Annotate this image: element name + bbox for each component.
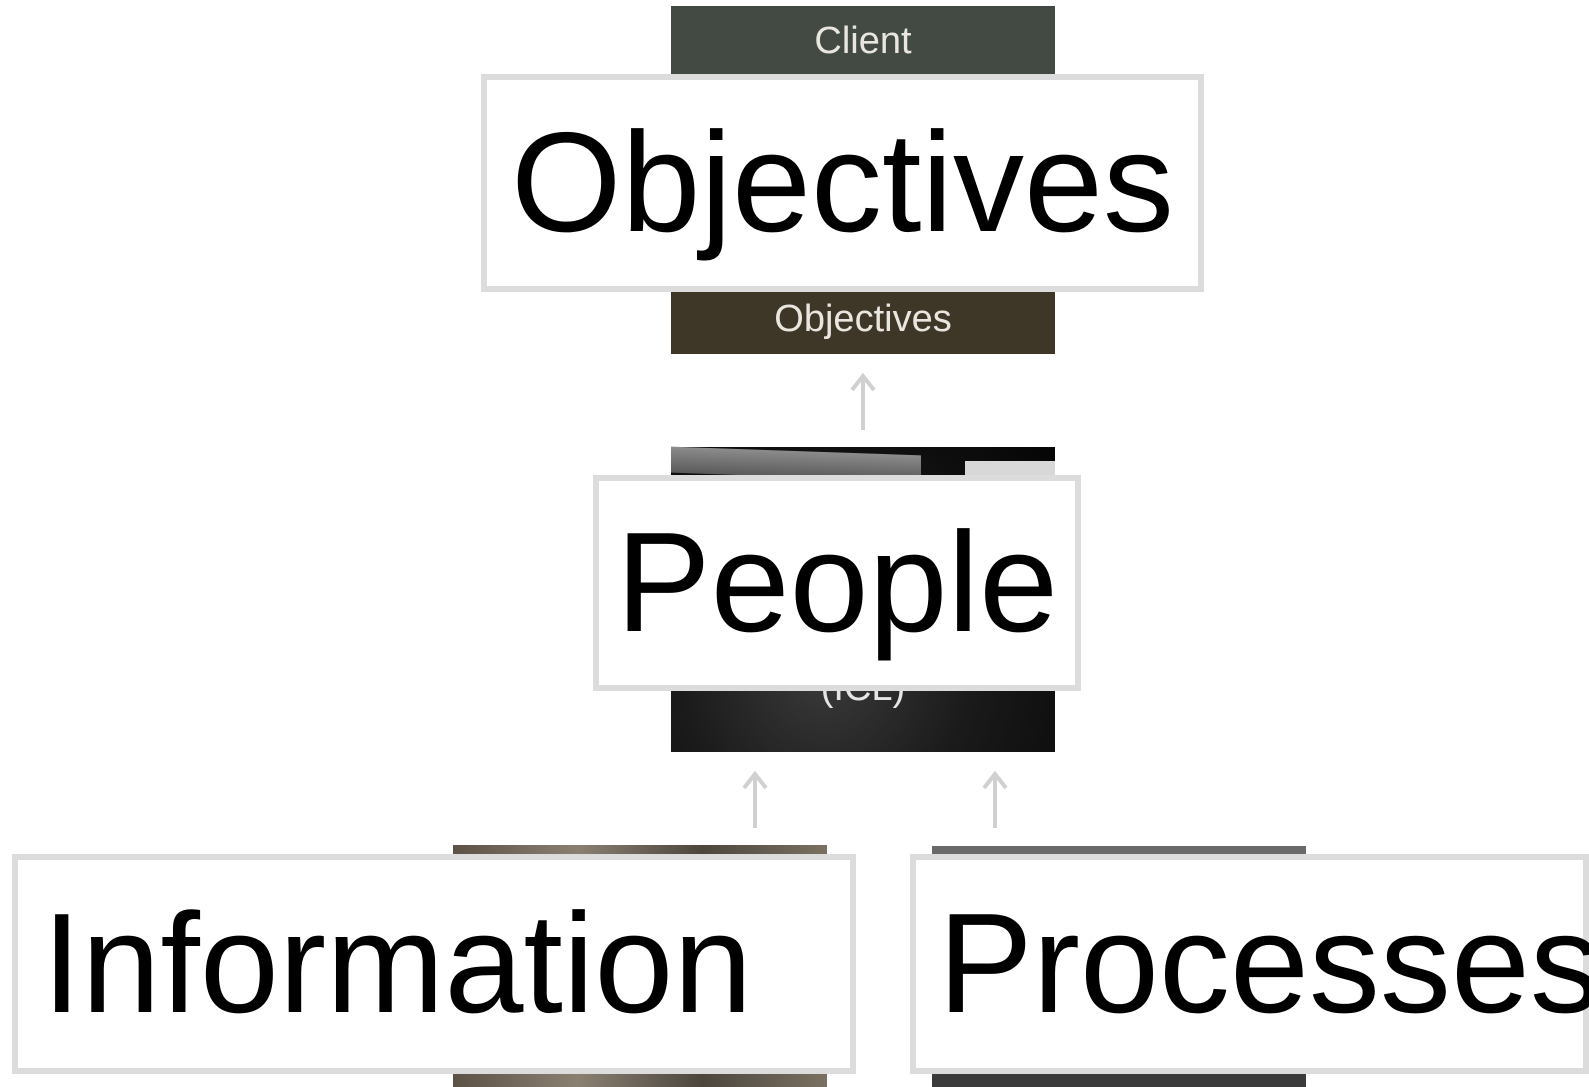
objectives-label-box: Objectives xyxy=(481,74,1204,292)
information-label-box: Information xyxy=(12,854,856,1074)
client-tile: Client xyxy=(671,6,1055,76)
client-label: Client xyxy=(814,20,912,62)
arrow-up-icon xyxy=(742,770,768,828)
arrow-up-icon xyxy=(982,770,1008,828)
arrow-up-icon xyxy=(850,372,876,430)
photo-detail xyxy=(932,846,1306,856)
objectives-tile: Objectives xyxy=(671,288,1055,354)
processes-label-box: Processes xyxy=(910,854,1589,1074)
objectives-tile-label: Objectives xyxy=(774,298,952,340)
people-label-box: People xyxy=(593,475,1081,691)
